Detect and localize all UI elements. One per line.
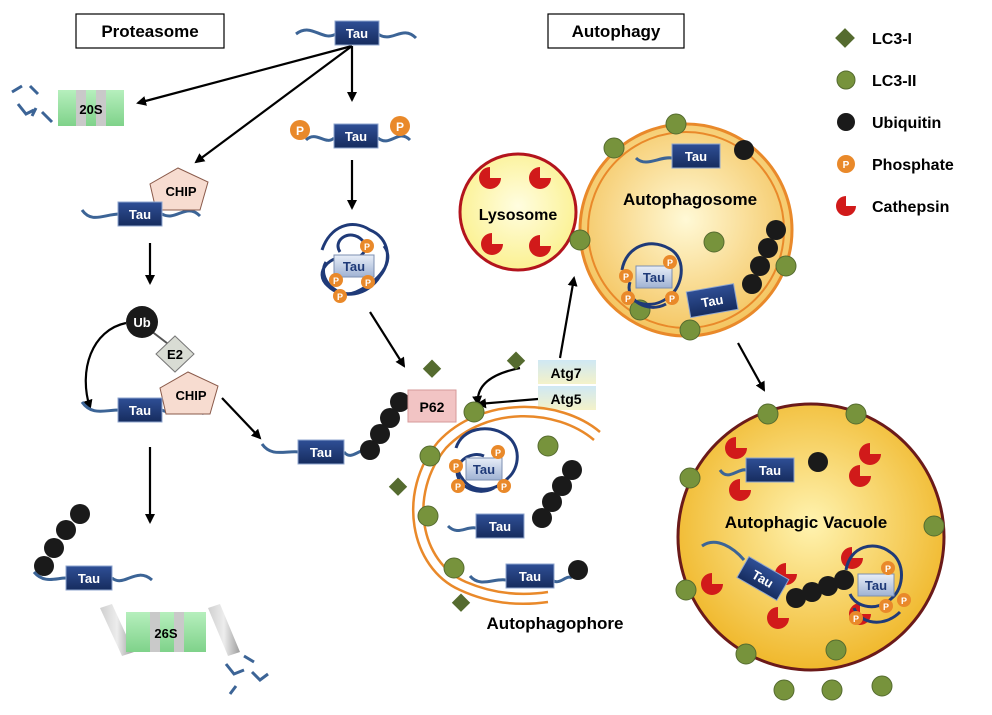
proteasome-20s-label: 20S <box>79 102 102 117</box>
phosphate-label: P <box>333 276 339 286</box>
legend-phosphate-letter: P <box>843 160 850 171</box>
legend-label-lc3-i: LC3-I <box>872 31 912 48</box>
legend-label-cathepsin: Cathepsin <box>872 199 949 216</box>
legend: LC3-I LC3-II Ubiquitin P Phosphate Cathe… <box>835 28 954 216</box>
tau-label: Tau <box>343 259 365 274</box>
phosphate-label: P <box>667 258 673 268</box>
tau-initial: Tau <box>295 20 418 46</box>
ub-tau-p62: Tau P62 <box>260 389 457 465</box>
ub-label: Ub <box>133 315 150 330</box>
proteasome-20s: 20S <box>11 84 124 126</box>
lc3-i-diamonds <box>388 351 526 612</box>
phosphate-label: P <box>495 448 501 458</box>
phosphate-label: P <box>883 602 889 612</box>
atg7-label: Atg7 <box>550 365 581 381</box>
phosphate-label: P <box>623 272 629 282</box>
tau-label: Tau <box>489 519 511 534</box>
tau-label: Tau <box>345 129 367 144</box>
arrow-ub-tau-to-p62 <box>221 397 262 440</box>
phospho-tau: Tau P P <box>290 116 412 149</box>
phosphate-label: P <box>365 278 371 288</box>
tau-label: Tau <box>473 462 495 477</box>
ubiquitin-circle-icon <box>837 113 855 131</box>
phosphate-label: P <box>501 482 507 492</box>
tau-label: Tau <box>129 207 151 222</box>
arrow-tau-to-chip <box>194 45 353 164</box>
proteasome-26s-label: 26S <box>154 626 177 641</box>
tau-chip-complex: CHIP Tau <box>80 167 209 227</box>
ubiquitination-complex: Ub E2 CHIP Tau <box>80 306 219 423</box>
tau-label: Tau <box>129 403 151 418</box>
autophagy-header: Autophagy <box>547 13 685 49</box>
tau-label: Tau <box>346 26 368 41</box>
atg5-label: Atg5 <box>550 391 581 407</box>
phosphate-label: P <box>853 614 859 624</box>
autophagosome-label: Autophagosome <box>623 190 757 209</box>
tau-label: Tau <box>519 569 541 584</box>
tau-label: Tau <box>310 445 332 460</box>
autophagic-vacuole-label: Autophagic Vacuole <box>725 513 887 532</box>
tau-label: Tau <box>643 270 665 285</box>
legend-label-phosphate: Phosphate <box>872 157 954 174</box>
tau-label: Tau <box>759 463 781 478</box>
p62-label: P62 <box>420 399 445 415</box>
phosphate-label: P <box>625 294 631 304</box>
phosphate-label: P <box>455 482 461 492</box>
ub-tau-26s: Tau <box>32 504 153 591</box>
atg-complex: Atg7 Atg5 <box>538 360 596 410</box>
autophagic-vacuole: Autophagic Vacuole Tau Tau <box>675 402 946 701</box>
phosphate-label: P <box>453 462 459 472</box>
arrow-lc3-conversion <box>472 366 521 406</box>
e2-label: E2 <box>167 347 183 362</box>
chip-label: CHIP <box>165 184 196 199</box>
phosphate-label: P <box>901 596 907 606</box>
arrow-phagophore-to-phagosome <box>558 276 578 359</box>
phosphate-circle-icon <box>837 155 855 173</box>
autophagophore-label: Autophagophore <box>487 614 624 633</box>
autophagophore: Tau P P P P Tau Tau Autophagophore <box>411 401 624 633</box>
arrow-tau-to-20s <box>136 44 353 106</box>
proteasome-header: Proteasome <box>75 13 225 49</box>
phosphate-label: P <box>296 124 304 138</box>
lysosome: Lysosome <box>458 152 578 272</box>
chip-label: CHIP <box>175 388 206 403</box>
legend-label-lc3-ii: LC3-II <box>872 73 916 90</box>
arrow-ub-transfer <box>82 321 127 410</box>
phosphate-label: P <box>885 564 891 574</box>
phosphate-label: P <box>364 242 370 252</box>
tau-label: Tau <box>78 571 100 586</box>
tau-label: Tau <box>700 292 724 311</box>
proteasome-26s: 26S <box>100 604 269 695</box>
phosphate-label: P <box>669 294 675 304</box>
proteasome-header-label: Proteasome <box>101 22 198 41</box>
tau-aggregate: Tau P P P P <box>320 223 390 303</box>
lc3-ii-circle-icon <box>836 70 856 90</box>
legend-label-ubiquitin: Ubiquitin <box>872 115 941 132</box>
tau-label: Tau <box>865 578 887 593</box>
lysosome-label: Lysosome <box>479 207 558 224</box>
phosphate-label: P <box>396 120 404 134</box>
cathepsin-pacman-icon <box>836 196 856 216</box>
lc3-i-diamond-icon <box>835 28 855 48</box>
arrow-phagosome-to-vacuole <box>737 342 765 392</box>
tau-label: Tau <box>685 149 707 164</box>
autophagosome: Autophagosome Tau Tau P P P P Tau <box>569 113 797 341</box>
arrow-aggregate-to-p62 <box>369 311 406 368</box>
pathway-arrows <box>82 44 765 524</box>
autophagy-header-label: Autophagy <box>572 22 661 41</box>
phosphate-label: P <box>337 292 343 302</box>
